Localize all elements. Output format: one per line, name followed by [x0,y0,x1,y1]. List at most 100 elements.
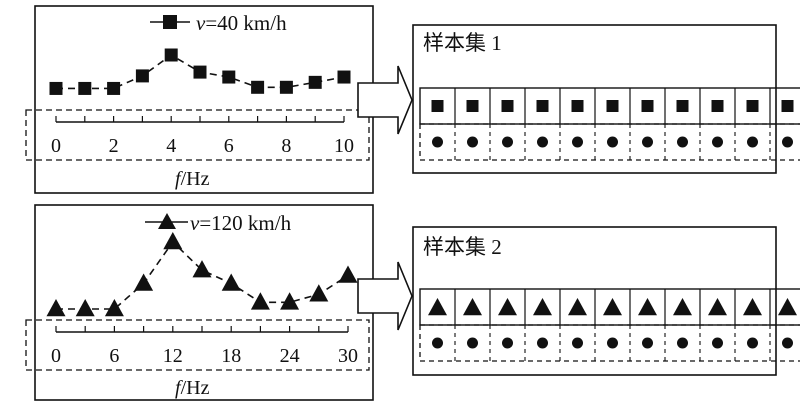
arrow-1 [357,65,413,135]
sample-cell-dot [747,337,758,349]
legend-value-1: =40 km/h [205,11,287,35]
x-axis-unit-1: /Hz [181,168,210,190]
series-2 [46,231,358,317]
sample-cell-dot [467,337,478,349]
axis-dashed-box-2 [25,319,370,371]
legend-1: v=40 km/h [150,11,287,35]
x-tick-label: 0 [51,345,61,367]
sample-cell-dot [677,136,688,148]
sample-cell-dot [607,136,618,148]
sample-cell-marker [568,297,587,316]
sample-cell-marker [673,297,692,316]
sample-set-label-1: 样本集 1 [423,31,502,55]
x-axis-2: 0 6 12 18 24 30 [51,326,358,367]
sample-cell-marker [746,100,759,112]
data-point-1 [135,69,149,83]
data-point-1 [308,75,322,89]
data-point-2 [250,292,270,310]
sample-set-frame-1 [412,24,777,174]
legend-value-2: =120 km/h [199,211,291,235]
x-tick-label: 12 [163,345,183,367]
data-point-1 [164,48,178,62]
data-point-2 [134,273,154,291]
sample-cell-dot [712,337,723,349]
x-tick-label: 0 [51,135,61,157]
sample-cell-marker [781,100,794,112]
sample-cell-dot [782,337,793,349]
data-point-2 [309,284,329,302]
sample-cell-marker [466,100,479,112]
sample-cell-marker [498,297,517,316]
data-point-2 [75,298,95,317]
sample-cell-marker [711,100,724,112]
sample-cell-marker [708,297,727,316]
sample-cell-marker [743,297,762,316]
legend-var-1: v [196,11,206,35]
legend-var-2: v [190,211,200,235]
data-point-1 [279,80,293,94]
sample-cell-dot [677,337,688,349]
series-1 [49,48,351,95]
legend-triangle-marker [158,213,176,229]
sample-cell-dot [467,136,478,148]
x-tick-label: 10 [334,135,354,157]
sample-cell-marker [428,297,447,316]
data-point-1 [222,70,236,84]
data-point-2 [280,292,300,310]
data-point-2 [46,298,66,317]
data-point-2 [104,298,124,317]
sample-cell-dot [747,136,758,148]
sample-cell-dot [502,337,513,349]
x-axis-var-2: f [175,377,183,399]
data-point-2 [163,231,183,250]
data-point-2 [338,265,358,283]
sample-cell-marker [778,297,797,316]
sample-cell-dot [572,337,583,349]
x-tick-label: 4 [166,135,176,157]
x-axis-var-1: f [175,168,183,190]
arrow-2 [357,261,413,331]
data-point-1 [78,81,92,95]
data-point-2 [192,260,212,278]
data-point-1 [193,65,207,79]
sample-set-frame-2 [412,226,777,376]
sample-cell-dot [537,337,548,349]
x-tick-label: 18 [221,345,241,367]
sample-cell-dot [572,136,583,148]
x-axis-label-1: f/Hz [175,168,210,190]
sample-cell-dot [432,136,443,148]
x-axis-label-2: f/Hz [175,377,210,399]
sample-cells-1 [419,87,800,161]
legend-square-marker [163,15,177,29]
legend-2: v=120 km/h [145,211,292,235]
sample-cell-marker [571,100,584,112]
x-tick-label: 6 [109,345,119,367]
x-tick-label: 30 [338,345,358,367]
legend-label-1: v=40 km/h [196,11,287,35]
sample-cell-dot [642,337,653,349]
sample-cell-marker [676,100,689,112]
sample-cell-dot [502,136,513,148]
x-tick-label: 24 [280,345,300,367]
sample-cell-dot [642,136,653,148]
sample-cell-marker [463,297,482,316]
sample-cell-dot [607,337,618,349]
sample-cell-marker [606,100,619,112]
sample-cell-dot [782,136,793,148]
x-tick-label: 6 [224,135,234,157]
x-axis-unit-2: /Hz [181,377,210,399]
sample-cell-marker [603,297,622,316]
sample-cell-marker [501,100,514,112]
sample-cell-marker [536,100,549,112]
sample-cell-marker [431,100,444,112]
data-point-1 [251,80,265,94]
sample-cell-dot [432,337,443,349]
cell-row-dashed-2 [419,324,800,362]
data-point-2 [221,273,241,291]
cell-row-dashed-1 [419,123,800,161]
axis-dashed-box-1 [25,109,370,161]
